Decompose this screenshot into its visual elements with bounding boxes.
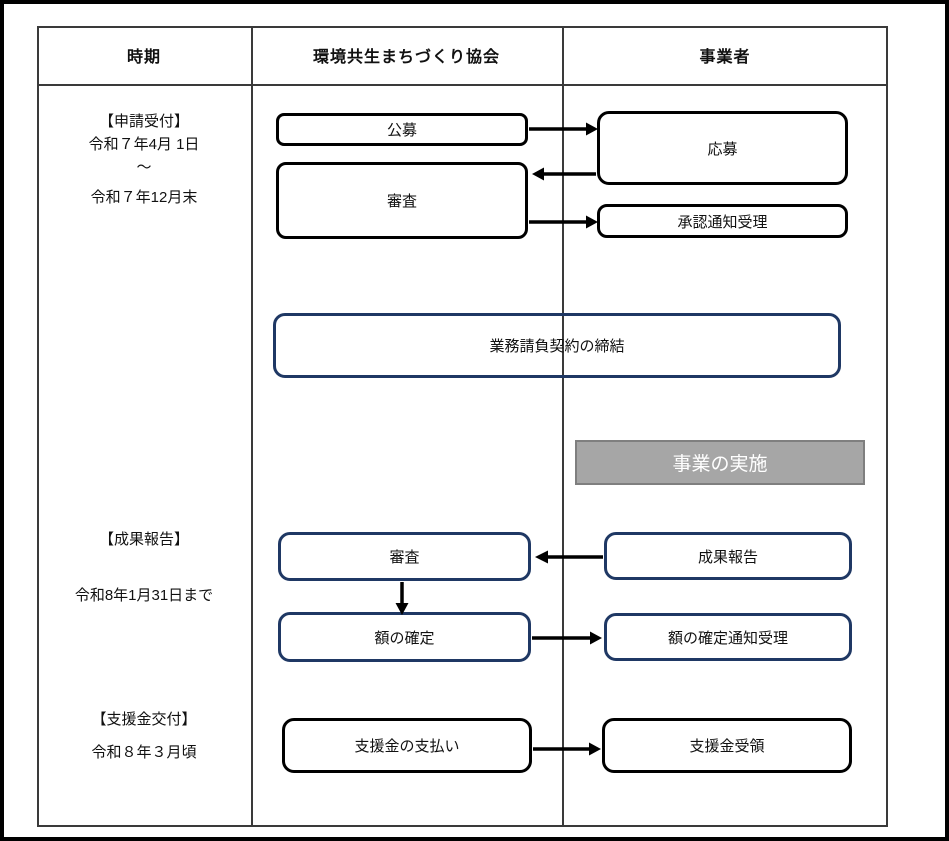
box-amount-determination: 額の確定 xyxy=(278,612,531,662)
period-report-title: 【成果報告】 xyxy=(42,528,246,551)
column-divider-2 xyxy=(562,26,564,827)
period-grant-title: 【支援金交付】 xyxy=(42,708,246,731)
period-grant-date-text: 令和８年３月頃 xyxy=(91,744,197,761)
box-apply: 応募 xyxy=(597,111,848,185)
box-screening-1: 審査 xyxy=(276,162,528,239)
period-application-title: 【申請受付】 xyxy=(98,113,189,130)
box-amount-notice-receipt: 額の確定通知受理 xyxy=(604,613,852,661)
period-application: 【申請受付】 令和７年4月 1日 ～ 令和７年12月末 xyxy=(42,110,246,209)
period-application-tilde: ～ xyxy=(136,159,152,176)
column-header-time: 時期 xyxy=(126,49,161,66)
box-result-report: 成果報告 xyxy=(604,532,852,580)
box-business-implementation: 事業の実施 xyxy=(575,440,865,485)
box-public-offering: 公募 xyxy=(276,113,528,146)
box-grant-payment: 支援金の支払い xyxy=(282,718,532,773)
period-grant-title-text: 【支援金交付】 xyxy=(91,711,197,728)
period-grant-date: 令和８年３月頃 xyxy=(42,741,246,764)
period-report-deadline-text: 令和8年1月31日まで xyxy=(74,587,214,604)
box-screening-2: 審査 xyxy=(278,532,531,581)
header-row-divider xyxy=(37,84,888,86)
column-divider-1 xyxy=(251,26,253,827)
table-border xyxy=(37,26,888,827)
period-application-from: 令和７年4月 1日 xyxy=(88,136,200,153)
box-approval-notice-receipt: 承認通知受理 xyxy=(597,204,848,238)
period-report-title-text: 【成果報告】 xyxy=(98,531,189,548)
box-grant-receipt: 支援金受領 xyxy=(602,718,852,773)
box-contract-conclusion: 業務請負契約の締結 xyxy=(273,313,841,378)
column-header-association: 環境共生まちづくり協会 xyxy=(312,49,500,66)
column-header-operator: 事業者 xyxy=(699,49,751,66)
period-application-to: 令和７年12月末 xyxy=(90,189,198,206)
period-report-deadline: 令和8年1月31日まで xyxy=(42,584,246,607)
